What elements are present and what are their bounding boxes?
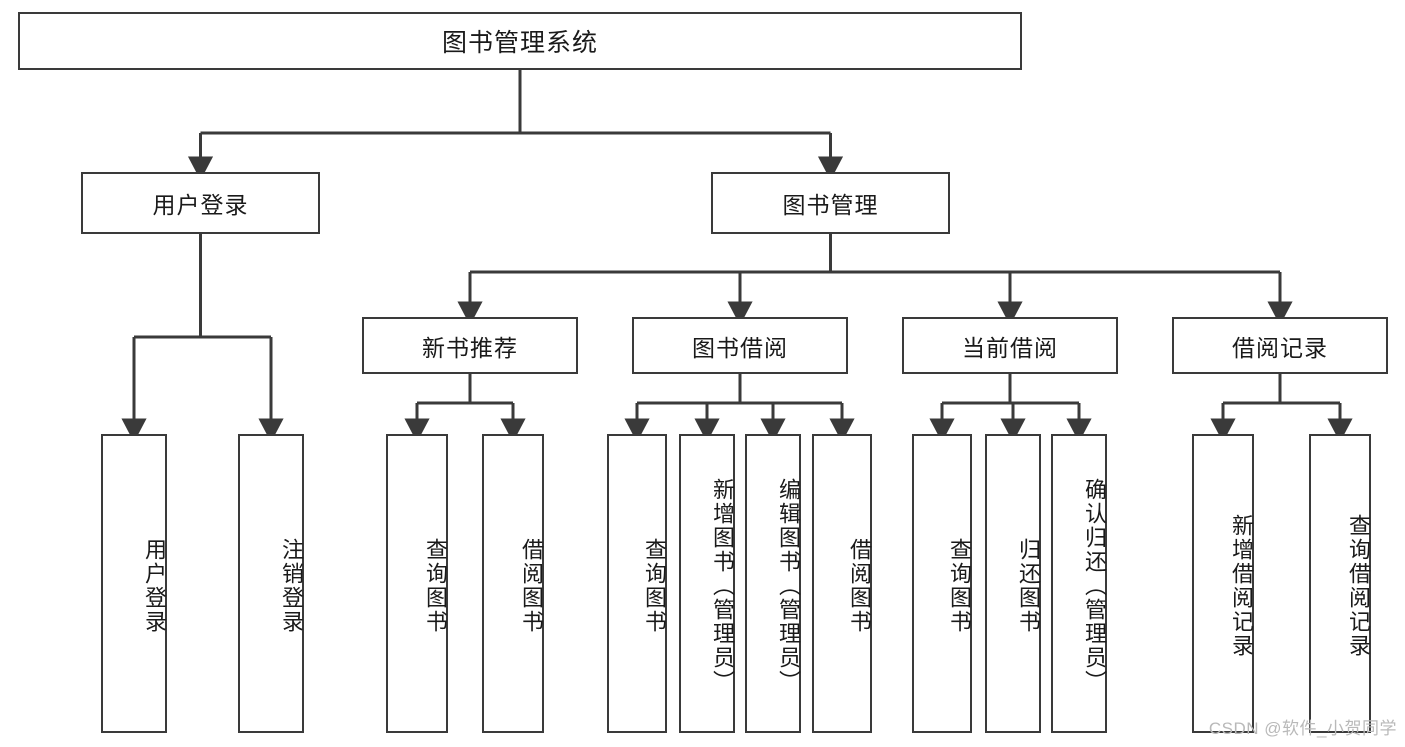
node-new-book-rec[interactable]: 新书推荐 [362,317,578,374]
node-label: 借阅记录 [1232,334,1328,361]
node-borrow-record[interactable]: 借阅记录 [1172,317,1388,374]
node-label: 用户登录 [152,192,249,218]
node-book-borrow[interactable]: 图书借阅 [632,317,848,374]
leaf-leaf-add-book[interactable]: 新增图书（管理员） [679,434,735,733]
node-label: 查询图书 [423,537,448,634]
node-label: 图书借阅 [692,334,788,361]
node-label: 查询图书 [947,537,972,634]
node-root[interactable]: 图书管理系统 [18,12,1022,70]
leaf-leaf-borrow-book-rec[interactable]: 借阅图书 [482,434,544,733]
node-label: 新增图书（管理员） [710,477,735,694]
node-label: 编辑图书（管理员） [776,477,801,694]
leaf-leaf-confirm-return[interactable]: 确认归还（管理员） [1051,434,1107,733]
leaf-leaf-query-book-rec[interactable]: 查询图书 [386,434,448,733]
node-label: 新书推荐 [422,334,518,361]
node-label: 借阅图书 [847,537,872,634]
node-label: 新增借阅记录 [1229,513,1254,658]
leaf-leaf-logout[interactable]: 注销登录 [238,434,304,733]
node-label: 注销登录 [279,537,304,634]
leaf-leaf-user-login[interactable]: 用户登录 [101,434,167,733]
node-label: 图书管理系统 [441,29,598,57]
node-current-borrow[interactable]: 当前借阅 [902,317,1118,374]
leaf-leaf-add-record[interactable]: 新增借阅记录 [1192,434,1254,733]
node-label: 当前借阅 [962,334,1058,361]
leaf-leaf-query-book-borrow[interactable]: 查询图书 [607,434,667,733]
watermark: CSDN @软件_小贺同学 [1208,719,1397,738]
node-label: 图书管理 [782,192,879,218]
node-label: 查询图书 [642,537,667,634]
node-label: 确认归还（管理员） [1082,477,1107,694]
node-book-manage[interactable]: 图书管理 [711,172,950,234]
leaf-leaf-return-book[interactable]: 归还图书 [985,434,1041,733]
leaf-leaf-borrow-book[interactable]: 借阅图书 [812,434,872,733]
leaf-leaf-edit-book[interactable]: 编辑图书（管理员） [745,434,801,733]
node-label: 查询借阅记录 [1346,513,1371,658]
node-label: 借阅图书 [519,537,544,634]
node-label: 归还图书 [1016,537,1041,634]
node-label: 用户登录 [142,537,167,634]
leaf-leaf-query-record[interactable]: 查询借阅记录 [1309,434,1371,733]
leaf-leaf-query-book-cur[interactable]: 查询图书 [912,434,972,733]
node-user-login[interactable]: 用户登录 [81,172,320,234]
